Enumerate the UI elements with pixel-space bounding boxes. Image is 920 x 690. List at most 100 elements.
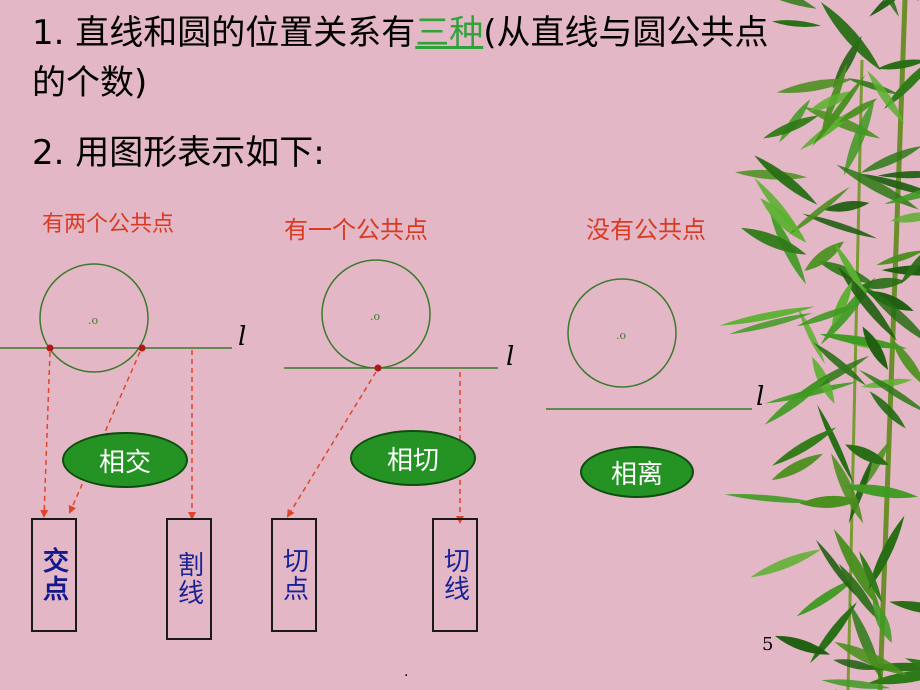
circle-separate xyxy=(567,278,677,388)
statement-2: 2. 用图形表示如下: xyxy=(32,133,325,173)
bamboo-leaf xyxy=(808,90,855,112)
relation-intersect-badge: 相交 xyxy=(62,432,188,488)
bamboo-leaf xyxy=(881,264,920,276)
term-box-gexian: 割线 xyxy=(166,518,212,640)
bamboo-leaf xyxy=(719,306,816,326)
bamboo-leaf xyxy=(860,145,920,173)
bamboo-leaf xyxy=(863,285,920,345)
page-number: 5 xyxy=(762,634,774,655)
bamboo-leaf xyxy=(837,98,878,123)
footer-dot: . xyxy=(404,664,409,680)
term-box-qiexian: 切线 xyxy=(432,518,478,632)
bamboo-leaf xyxy=(869,0,918,17)
bamboo-leaf xyxy=(817,260,874,284)
bamboo-leaf xyxy=(831,281,853,328)
bamboo-leaf xyxy=(877,171,920,179)
bamboo-leaf xyxy=(821,679,891,689)
bamboo-leaf xyxy=(774,635,831,655)
bamboo-leaf xyxy=(839,563,880,622)
bamboo-leaf xyxy=(890,212,920,223)
category-two-points: 有两个公共点 xyxy=(42,212,175,237)
bamboo-leaf xyxy=(750,549,822,578)
bamboo-leaf xyxy=(754,177,804,238)
bamboo-leaf xyxy=(817,404,854,484)
statement-1: 1. 直线和圆的位置关系有三种(从直线与圆公共点的个数) xyxy=(32,8,792,108)
bamboo-leaf xyxy=(843,484,919,499)
relation-tangent-badge: 相切 xyxy=(350,430,476,486)
bamboo-leaf xyxy=(813,342,867,386)
bamboo-leaf xyxy=(760,198,807,243)
bamboo-leaf xyxy=(820,2,882,71)
line-label-1: l xyxy=(238,322,247,352)
bamboo-leaf xyxy=(776,78,853,93)
bamboo-leaf xyxy=(802,213,878,239)
bamboo-leaf xyxy=(858,173,920,198)
bamboo-leaf xyxy=(771,20,822,27)
term-box-qiedian: 切点 xyxy=(271,518,317,632)
arrow-tangent-point-to-qiedian xyxy=(286,371,377,518)
tangent-point xyxy=(374,364,382,372)
bamboo-leaf xyxy=(862,326,889,370)
bamboo-leaf xyxy=(868,515,905,590)
bamboo-leaf xyxy=(736,0,817,9)
statement-1-text: 1. 直线和圆的位置关系有 xyxy=(32,13,416,53)
bamboo-leaf xyxy=(741,227,807,255)
bamboo-leaf xyxy=(859,551,883,604)
center-label-3: .o xyxy=(616,329,626,342)
bamboo-leaf xyxy=(832,35,862,89)
bamboo-leaf xyxy=(861,378,913,388)
bamboo-leaf xyxy=(858,369,920,414)
bamboo-leaf xyxy=(812,75,866,147)
category-one-point: 有一个公共点 xyxy=(284,216,428,244)
bamboo-leaf xyxy=(771,427,837,466)
bamboo-leaf xyxy=(823,201,870,212)
bamboo-leaf xyxy=(837,266,897,341)
bamboo-leaf xyxy=(900,245,920,285)
bamboo-leaf xyxy=(815,539,857,597)
circle-intersect xyxy=(39,263,149,373)
arrow-point-left-to-jiaodian xyxy=(40,351,51,518)
bamboo-leaf xyxy=(788,186,850,235)
bamboo-leaf xyxy=(869,391,906,429)
line-label-2: l xyxy=(506,342,515,372)
bamboo-leaf xyxy=(876,250,920,266)
bamboo-leaf xyxy=(884,180,920,205)
bamboo-leaf xyxy=(762,115,819,139)
bamboo-leaf xyxy=(877,59,920,70)
bamboo-leaf xyxy=(728,312,813,335)
bamboo-leaf xyxy=(889,600,920,615)
bamboo-leaf xyxy=(771,453,823,481)
bamboo-leaves xyxy=(719,0,920,690)
bamboo-leaf xyxy=(724,494,816,504)
intersection-point-right xyxy=(138,344,146,352)
category-no-point: 没有公共点 xyxy=(586,216,706,244)
bamboo-leaf xyxy=(834,641,908,676)
line-label-3: l xyxy=(756,382,765,412)
bamboo-leaf xyxy=(754,155,818,205)
statement-1-note: (从直线与圆公共点的个数) xyxy=(32,13,769,103)
bamboo-leaf xyxy=(845,444,889,465)
bamboo-leaf xyxy=(859,277,905,289)
bamboo-leaf xyxy=(804,241,844,271)
bamboo-leaf xyxy=(796,578,855,617)
center-label-1: .o xyxy=(88,314,98,327)
bamboo-leaf xyxy=(809,601,857,664)
bamboo-leaf xyxy=(764,375,831,425)
statement-1-highlight: 三种 xyxy=(415,13,484,53)
bamboo-leaf xyxy=(796,304,859,327)
bamboo-leaf xyxy=(884,55,920,109)
bamboo-leaf xyxy=(891,339,920,387)
intersection-point-left xyxy=(46,344,54,352)
arrow-point-right-to-jiaodian xyxy=(68,351,141,514)
bamboo-leaf xyxy=(799,495,860,508)
bamboo-leaf xyxy=(843,98,875,176)
relation-separate-badge: 相离 xyxy=(580,446,694,498)
bamboo-leaf xyxy=(834,243,867,297)
bamboo-leaf xyxy=(867,70,904,124)
term-box-jiaodian: 交点 xyxy=(31,518,77,632)
bamboo-leaf xyxy=(819,334,908,349)
center-label-2: .o xyxy=(370,310,380,323)
bamboo-leaf xyxy=(868,670,920,685)
